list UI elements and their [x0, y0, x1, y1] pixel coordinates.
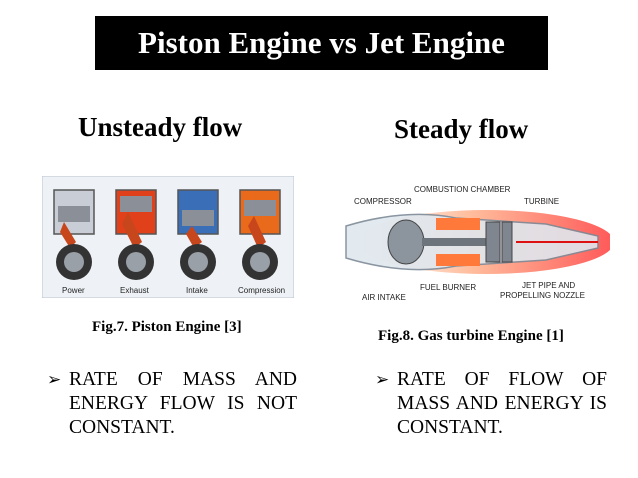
- label-jet-pipe: JET PIPE AND: [522, 281, 575, 290]
- slide-title: Piston Engine vs Jet Engine: [138, 25, 505, 60]
- heading-steady-flow: Steady flow: [394, 114, 529, 144]
- piston-engine-diagram: Power Exhaust Intake Compression: [41, 175, 295, 299]
- bullet-unsteady: ➢ RATE OF MASS AND ENERGY FLOW IS NOT CO…: [47, 368, 297, 440]
- gas-turbine-diagram: COMBUSTION CHAMBER COMPRESSOR TURBINE FU…: [345, 185, 614, 302]
- label-power: Power: [62, 286, 85, 295]
- piston-engine-figure: Power Exhaust Intake Compression: [41, 175, 295, 299]
- bullet-text-unsteady: RATE OF MASS AND ENERGY FLOW IS NOT CONS…: [69, 369, 297, 438]
- caption-piston-engine: Fig.7. Piston Engine [3]: [92, 319, 242, 335]
- label-air-intake: AIR INTAKE: [362, 293, 406, 302]
- label-turbine: TURBINE: [524, 197, 559, 206]
- bullet-steady: ➢ RATE OF FLOW OF MASS AND ENERGY IS CON…: [375, 368, 607, 440]
- cylinder-intake: [177, 189, 219, 280]
- gas-turbine-figure: COMBUSTION CHAMBER COMPRESSOR TURBINE FU…: [336, 178, 614, 306]
- label-fuel-burner: FUEL BURNER: [420, 283, 476, 292]
- arrow-bullet-icon: ➢: [375, 370, 390, 390]
- title-bar: Piston Engine vs Jet Engine: [95, 16, 548, 70]
- label-propelling-nozzle: PROPELLING NOZZLE: [500, 291, 585, 300]
- cylinder-power: [53, 189, 95, 280]
- heading-unsteady-flow: Unsteady flow: [78, 112, 243, 142]
- cylinder-exhaust: [115, 189, 157, 280]
- label-exhaust: Exhaust: [120, 286, 150, 295]
- label-intake: Intake: [186, 286, 208, 295]
- bullet-text-steady: RATE OF FLOW OF MASS AND ENERGY IS CONST…: [397, 369, 607, 438]
- label-compressor: COMPRESSOR: [354, 197, 412, 206]
- caption-gas-turbine: Fig.8. Gas turbine Engine [1]: [378, 328, 564, 344]
- label-combustion-chamber: COMBUSTION CHAMBER: [414, 185, 511, 194]
- label-compression: Compression: [238, 286, 285, 295]
- arrow-bullet-icon: ➢: [47, 370, 62, 390]
- cylinder-compression: [239, 189, 281, 280]
